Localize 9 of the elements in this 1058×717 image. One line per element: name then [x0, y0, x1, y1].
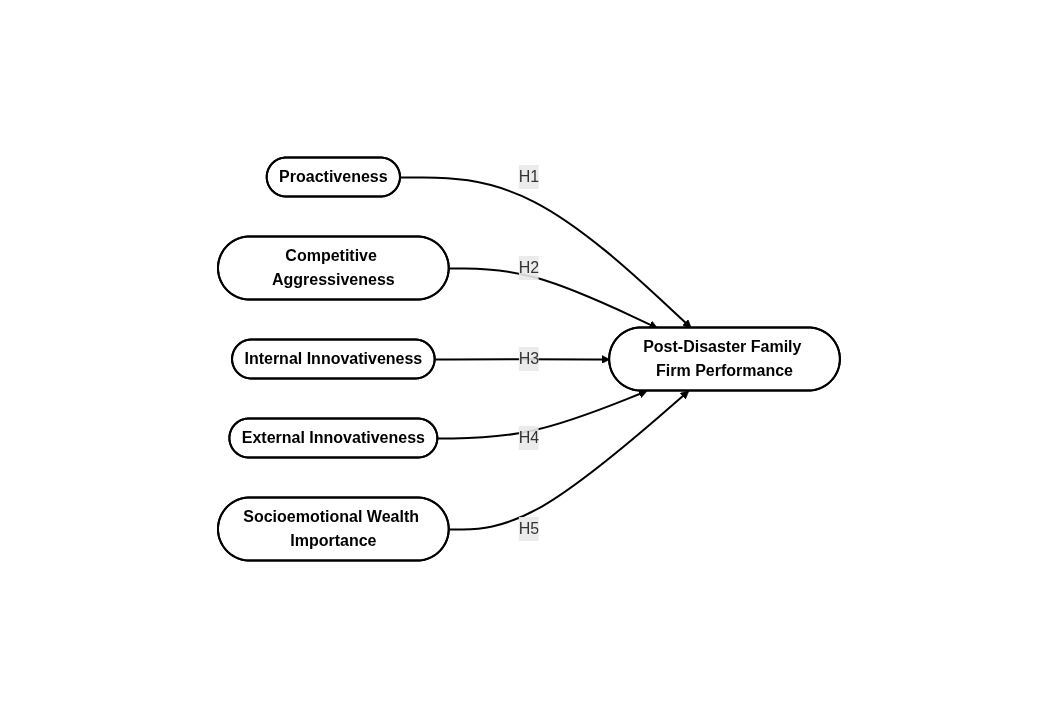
arrow — [436, 389, 648, 439]
edge-label: H3 — [518, 349, 540, 367]
arrow — [448, 390, 690, 530]
arrow — [448, 266, 658, 329]
edge-label: H4 — [518, 428, 540, 446]
edge-label: H2 — [518, 258, 540, 276]
edge-label: H1 — [518, 167, 540, 185]
edge-label: H5 — [518, 519, 540, 537]
arrow — [399, 175, 692, 328]
